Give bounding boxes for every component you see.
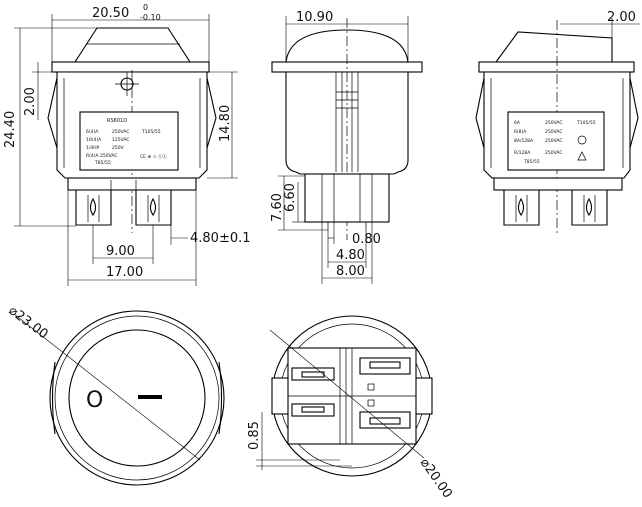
front-label-r4: R(4)A 250VAC <box>86 153 118 159</box>
right-view: 6A 250VAC T105/55 6(8)A 250VAC 8A/128A 2… <box>475 20 639 233</box>
front-label-r2c1: 10(4)A <box>86 137 102 143</box>
dim-front-diameter: ⌀23.00 <box>6 303 51 342</box>
dim-terminal-width: 4.80±0.1 <box>190 231 251 246</box>
right-label-r4c1: R/128A <box>514 150 531 156</box>
dim-back-offset: 0.85 <box>247 421 262 450</box>
dim-height-tab: 2.00 <box>23 87 38 116</box>
front-dimensions: 20.50 0 -0.10 24.40 2.00 14.80 4.80±0.1 … <box>3 3 251 286</box>
right-label-plate <box>507 111 605 171</box>
front-outer-circle <box>49 310 225 486</box>
right-label-r1c2: 250VAC <box>545 120 563 126</box>
right-label-r3c1: 8A/128A <box>514 138 534 144</box>
dim-tol-upper: 0 <box>143 3 148 12</box>
right-label-r2c2: 250VAC <box>545 129 563 135</box>
dim-base-width: 17.00 <box>106 265 143 280</box>
right-dimensions: 2.00 <box>560 10 640 38</box>
front-label-r1c1: 6(4)A <box>86 129 99 135</box>
front-round-view: O ⌀23.00 <box>6 303 225 486</box>
front-terminal-right <box>135 189 172 226</box>
front-rocker <box>73 27 192 63</box>
right-label-r1c1: 6A <box>514 120 521 126</box>
rocker-off-symbol: O <box>86 388 103 413</box>
right-label-r5: T85/55 <box>523 159 540 165</box>
dim-side-pin-long: 7.60 <box>270 193 285 222</box>
front-label-model: RS601D <box>107 118 127 124</box>
side-dimensions: 10.90 7.60 6.60 0.80 4.80 8.00 <box>270 10 409 284</box>
dim-top-width: 20.50 <box>92 6 129 21</box>
dim-side-top-width: 10.90 <box>296 10 333 25</box>
right-label-r3c2: 250VAC <box>545 138 563 144</box>
front-label-marks: CE ⊕ ⚠ ⓤⓁ <box>140 153 168 160</box>
dim-height-body: 14.80 <box>218 105 233 142</box>
dim-tol-lower: -0.10 <box>140 13 161 22</box>
side-pin-block <box>304 173 390 223</box>
right-rocker <box>494 31 613 63</box>
front-label-r1c2: 250VAC <box>112 129 130 135</box>
dim-back-diameter: ⌀20.00 <box>417 456 455 502</box>
front-label-plate <box>79 111 179 171</box>
right-terminal-block <box>493 177 623 191</box>
front-terminal-left <box>75 189 112 226</box>
right-label-r2c1: 6(8)A <box>514 129 527 135</box>
right-flange <box>478 61 635 73</box>
dim-terminal-spacing: 9.00 <box>106 244 135 259</box>
front-rocker-circle <box>68 329 206 467</box>
front-label-r3c2: 250V <box>112 145 125 151</box>
back-round-view: ⌀20.00 0.85 <box>247 315 455 502</box>
front-view: RS601D 6(4)A 250VAC T105/55 10(4)A 125VA… <box>47 27 217 233</box>
dim-height-total: 24.40 <box>3 111 18 148</box>
right-terminal-left <box>503 189 540 226</box>
front-flange <box>51 61 210 73</box>
front-label-r3c1: 1/4HP <box>86 145 100 151</box>
right-label-r1c3: T105/55 <box>576 120 596 126</box>
dim-side-pin-short: 6.60 <box>283 183 298 212</box>
front-label-r1c3: T105/55 <box>141 129 161 135</box>
dim-pin-gap: 8.00 <box>336 264 365 279</box>
dim-pin-width: 4.80 <box>336 248 365 263</box>
rocker-on-symbol <box>138 395 162 399</box>
dim-pin-thickness: 0.80 <box>352 232 381 247</box>
right-label-r4c2: 250VAC <box>545 150 563 156</box>
front-terminal-block <box>67 177 197 191</box>
front-label-r5: T85/55 <box>94 160 111 166</box>
dim-right-top: 2.00 <box>607 10 636 25</box>
side-view <box>271 18 423 240</box>
front-label-r2c2: 125VAC <box>112 137 130 143</box>
right-terminal-right <box>571 189 608 226</box>
